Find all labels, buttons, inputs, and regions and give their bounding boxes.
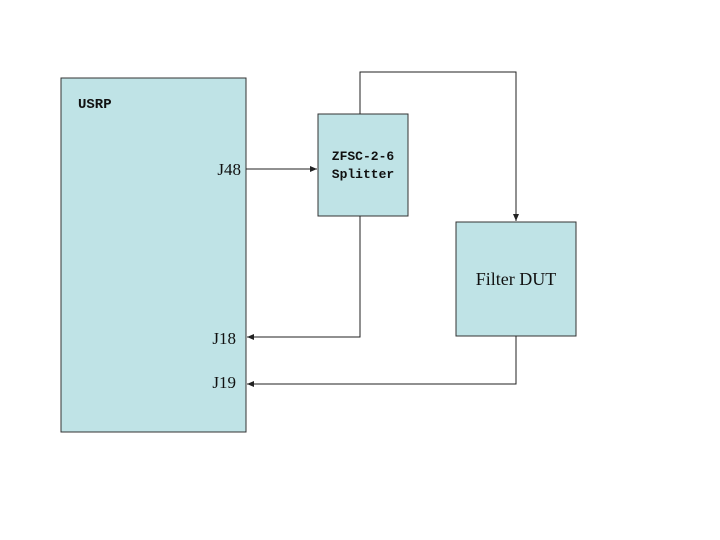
splitter-block: ZFSC-2-6 Splitter	[317, 113, 409, 217]
wire-splitter-to-filter	[359, 71, 519, 221]
port-j18-label: J18	[212, 329, 236, 348]
wire-filter-to-j19	[247, 336, 517, 387]
usrp-box	[60, 77, 247, 433]
filter-dut-box	[455, 221, 577, 337]
port-j19-label: J19	[212, 373, 236, 392]
splitter-model-label: ZFSC-2-6	[332, 149, 395, 164]
usrp-block: USRP J48 J18 J19	[60, 77, 247, 433]
splitter-type-label: Splitter	[332, 167, 394, 182]
filter-dut-block: Filter DUT	[455, 221, 577, 337]
wire-splitter-to-j18	[247, 216, 361, 340]
filter-dut-label: Filter DUT	[476, 269, 557, 289]
port-j48-label: J48	[217, 160, 241, 179]
splitter-box	[317, 113, 409, 217]
usrp-title: USRP	[78, 97, 112, 113]
